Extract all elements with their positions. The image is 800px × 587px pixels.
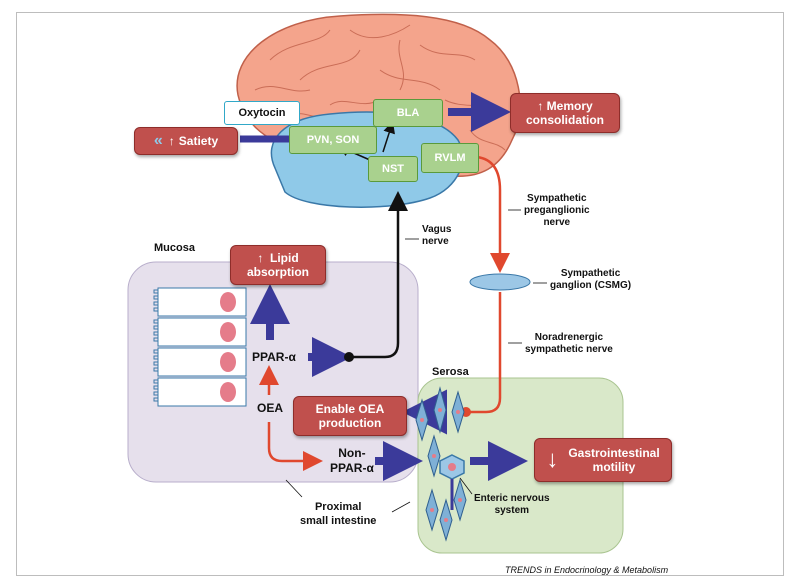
memory-consolidation-box: ↑ Memory consolidation (510, 93, 620, 133)
nst-box: NST (368, 156, 418, 182)
lipid-absorption-box: ↑ Lipid absorption (230, 245, 326, 285)
double-chevron-left-icon: « (153, 132, 163, 149)
satiety-box: « ↑Satiety (134, 127, 238, 155)
journal-footer: TRENDS in Endocrinology & Metabolism (505, 565, 669, 575)
rvlm-box: RVLM (421, 143, 479, 173)
vagus-nerve (350, 191, 408, 359)
noradrenergic-nerve (470, 292, 502, 414)
sympathetic-ganglion (469, 273, 531, 291)
non-ppar-label: Non-PPAR-α (330, 446, 374, 475)
mucosa-label: Mucosa (154, 242, 195, 254)
enable-oea-box: Enable OEA production (293, 396, 407, 436)
ppar-label: PPAR-α (252, 350, 296, 364)
serosa-label: Serosa (432, 366, 469, 378)
oea-label: OEA (257, 401, 284, 415)
bla-box: BLA (373, 99, 443, 127)
enteric-center-neuron (439, 454, 465, 510)
vagus-terminal (344, 352, 354, 362)
pvn-son-box: PVN, SON (289, 126, 377, 154)
figure-frame (16, 12, 784, 576)
enterocyte-stack (153, 287, 247, 407)
oxytocin-box: Oxytocin (224, 101, 300, 125)
arrow-nst-to-bla (382, 121, 395, 153)
arrow-oea-to-nonppar (267, 422, 323, 471)
sympathetic-preganglionic-nerve (476, 155, 510, 273)
